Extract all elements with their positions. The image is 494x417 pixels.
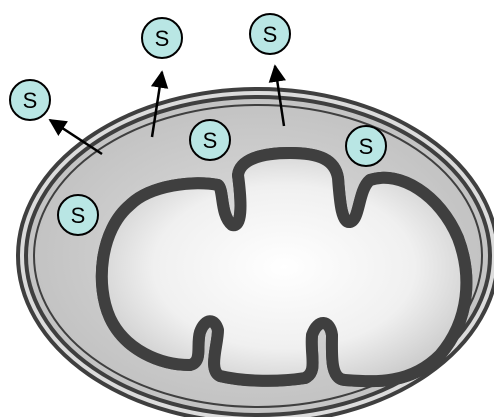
molecule-label: S [23, 88, 38, 113]
molecule-outside-top-right: S [250, 14, 290, 54]
molecule-intermembrane-left: S [58, 195, 98, 235]
molecule-outside-far-left: S [10, 80, 50, 120]
molecule-label: S [263, 22, 278, 47]
molecule-label: S [359, 134, 374, 159]
molecule-intermembrane-top-middle: S [190, 120, 230, 160]
molecule-label: S [155, 26, 170, 51]
molecule-label: S [203, 128, 218, 153]
molecule-intermembrane-top-right: S [346, 126, 386, 166]
molecule-outside-top-middle: S [142, 18, 182, 58]
molecule-label: S [71, 203, 86, 228]
inner-membrane [102, 153, 467, 381]
